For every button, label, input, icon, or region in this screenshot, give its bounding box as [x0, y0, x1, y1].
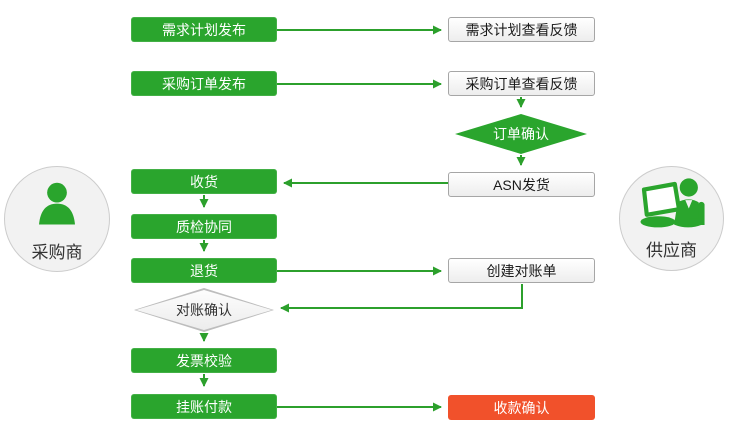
decision-reconciliation-confirm-label: 对账确认 [136, 290, 272, 330]
node-asn-shipment: ASN发货 [448, 172, 595, 197]
arrow-statement-to-reconcile [280, 284, 523, 313]
decision-order-confirm: 订单确认 [455, 114, 587, 154]
node-create-statement: 创建对账单 [448, 258, 595, 283]
node-purchase-order-feedback: 采购订单查看反馈 [448, 71, 595, 96]
supplier-person-computer-icon [637, 177, 707, 238]
decision-reconciliation-confirm: 对账确认 [134, 288, 274, 332]
node-quality-collaboration: 质检协同 [131, 214, 277, 239]
node-purchase-order-publish: 采购订单发布 [131, 71, 277, 96]
node-payment-on-account: 挂账付款 [131, 394, 277, 419]
buyer-person-icon [28, 177, 86, 240]
actor-buyer: 采购商 [4, 166, 110, 272]
node-demand-plan-publish: 需求计划发布 [131, 17, 277, 42]
actor-supplier-label: 供应商 [646, 241, 697, 260]
node-demand-plan-feedback: 需求计划查看反馈 [448, 17, 595, 42]
node-invoice-check: 发票校验 [131, 348, 277, 373]
actor-buyer-label: 采购商 [31, 243, 83, 262]
node-return-goods: 退货 [131, 258, 277, 283]
node-receive-goods: 收货 [131, 169, 277, 194]
node-receipt-confirm: 收款确认 [448, 395, 595, 420]
actor-supplier: 供应商 [619, 166, 724, 271]
